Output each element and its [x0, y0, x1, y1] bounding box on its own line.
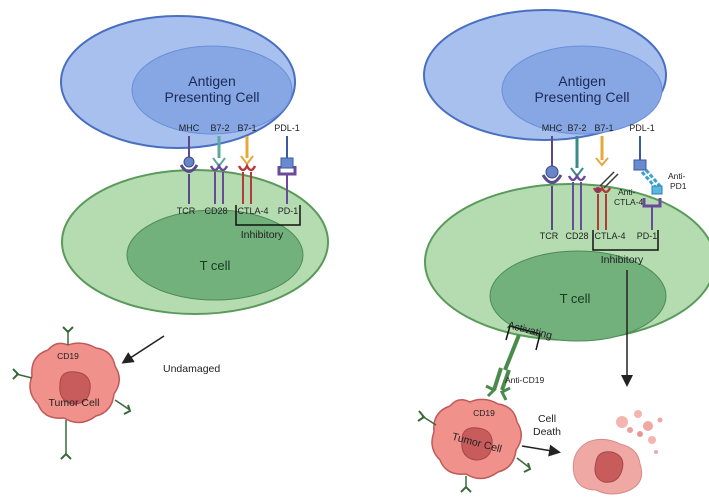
right-anti-cd19-receptor [485, 334, 521, 401]
right-pdl1-pd1-blocked [633, 136, 663, 230]
right-inhibitory-label: Inhibitory [601, 254, 644, 266]
right-apc-label-1: Antigen [558, 73, 605, 89]
right-b72-cd28-pair [567, 136, 587, 230]
left-inhibitory-label: Inhibitory [241, 229, 284, 241]
right-anti-ctla4-label-2: CTLA-4 [614, 197, 644, 207]
right-tcr-label: TCR [540, 231, 559, 241]
right-outcome-label-1: Cell [538, 413, 556, 425]
right-ctla4-blocked [592, 171, 619, 230]
anti-pd1-antibody [640, 169, 663, 195]
left-b71-ctla4-pair [237, 136, 257, 204]
right-anti-pd1-label-1: Anti- [668, 171, 686, 181]
right-mhc-label: MHC [542, 123, 563, 133]
right-mhc-tcr-pair [541, 136, 563, 230]
left-inhibitory-bracket [235, 205, 301, 226]
left-b72-label: B7-2 [210, 123, 229, 133]
right-panel: Antigen Presenting Cell T cell MHC B7-2 … [417, 9, 709, 495]
right-tcell: T cell [424, 183, 709, 342]
left-tumor-label: Tumor Cell [49, 397, 100, 409]
right-tumor-cell: CD19 Tumor Cell [417, 398, 532, 493]
left-apc-label-2: Presenting Cell [165, 89, 260, 105]
right-anti-cd19-label: Anti-CD19 [505, 375, 544, 385]
left-pd1-label: PD-1 [278, 206, 299, 216]
right-tcell-label: T cell [560, 291, 591, 306]
left-panel: Antigen Presenting Cell T cell MHC B7-2 … [12, 15, 329, 460]
left-ctla4-label: CTLA-4 [237, 206, 268, 216]
left-b72-cd28-pair [209, 136, 229, 204]
right-b71-ligand [595, 136, 609, 167]
right-anti-pd1-label-2: PD1 [670, 181, 687, 191]
left-pdl1-label: PDL-1 [274, 123, 300, 133]
left-tcell-label: T cell [200, 258, 231, 273]
left-mhc-label: MHC [179, 123, 200, 133]
right-b71-label: B7-1 [594, 123, 613, 133]
left-cd28-label: CD28 [204, 206, 227, 216]
left-outcome-label: Undamaged [163, 363, 220, 375]
right-cell-death-arrow [521, 444, 561, 457]
right-cd19-label: CD19 [473, 408, 495, 418]
left-tcell: T cell [61, 169, 329, 315]
right-pd1-label: PD-1 [637, 231, 658, 241]
right-outcome-label-2: Death [533, 426, 561, 438]
right-apc-label-2: Presenting Cell [535, 89, 630, 105]
left-tumor-cell: CD19 Tumor Cell [12, 326, 132, 460]
right-ctla4-label: CTLA-4 [594, 231, 625, 241]
anti-ctla4-antibody [595, 171, 619, 193]
left-mhc-tcr-pair [179, 136, 199, 204]
left-pdl1-pd1-pair [277, 136, 297, 204]
right-pdl1-label: PDL-1 [629, 123, 655, 133]
right-apc: Antigen Presenting Cell [423, 9, 667, 141]
right-inhibitory-bracket [592, 230, 659, 251]
right-activating-bracket [505, 325, 541, 351]
left-apc-label-1: Antigen [188, 73, 235, 89]
right-b72-label: B7-2 [567, 123, 586, 133]
left-tcr-label: TCR [177, 206, 196, 216]
right-dying-tumor-cell [572, 410, 663, 495]
right-cd28-label: CD28 [565, 231, 588, 241]
right-anti-ctla4-label-1: Anti- [618, 187, 636, 197]
left-apc: Antigen Presenting Cell [60, 15, 296, 149]
left-undamaged-arrow [121, 335, 165, 364]
left-b71-label: B7-1 [237, 123, 256, 133]
left-cd19-label: CD19 [57, 351, 79, 361]
